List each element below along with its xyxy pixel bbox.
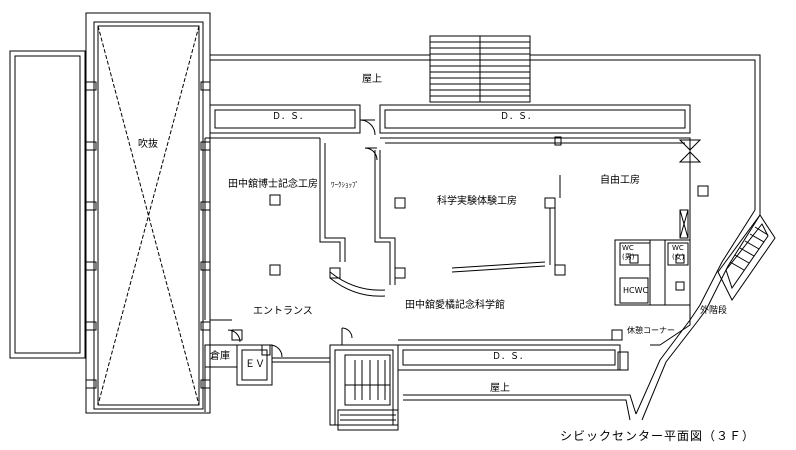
science-museum-label: 田中舘愛橘記念科学館 [405, 300, 505, 311]
atrium-cross-a [98, 26, 199, 405]
ds-left-label: Ｄ．Ｓ． [272, 112, 309, 122]
roof-top-label: 屋上 [362, 74, 382, 85]
ev-box [237, 345, 272, 385]
storage-label: 倉庫 [210, 351, 230, 362]
atrium-label: 吹抜 [138, 139, 158, 150]
free-workshop-label: 自由工房 [600, 175, 640, 186]
atrium-cross-b [98, 26, 199, 405]
ds-center-label: Ｄ．Ｓ． [500, 112, 537, 122]
entrance-label: エントランス [253, 306, 313, 317]
roof-bottom-label: 屋上 [490, 383, 510, 394]
ds-center-box [380, 105, 690, 133]
rest-corner-label: 休憩コーナー [627, 326, 675, 335]
science-lab-label: 科学実験体験工房 [437, 196, 517, 207]
tanaka-workshop-label: 田中舘博士記念工房 [228, 179, 318, 190]
wc-block [615, 240, 690, 305]
ds-bottom-label: Ｄ．Ｓ． [492, 352, 529, 362]
left-balcony [10, 51, 85, 358]
roof-outer-edge [530, 55, 760, 215]
ev-label: ＥＶ [245, 359, 265, 370]
left-balcony-inner [15, 56, 80, 353]
workshop-label: ﾜｰｸｼｮｯﾌﾟ [331, 181, 359, 189]
wc-women-label: WC (女) [672, 244, 685, 261]
hcwc-label: HCWC [623, 286, 649, 295]
plan-caption: シビックセンター平面図（３Ｆ） [560, 429, 756, 443]
outer-stairs-label: 外階段 [700, 306, 728, 316]
wc-men-label: WC (男) [622, 244, 635, 261]
outer-stairs-shape [718, 215, 775, 300]
ds-left-box [210, 105, 360, 133]
